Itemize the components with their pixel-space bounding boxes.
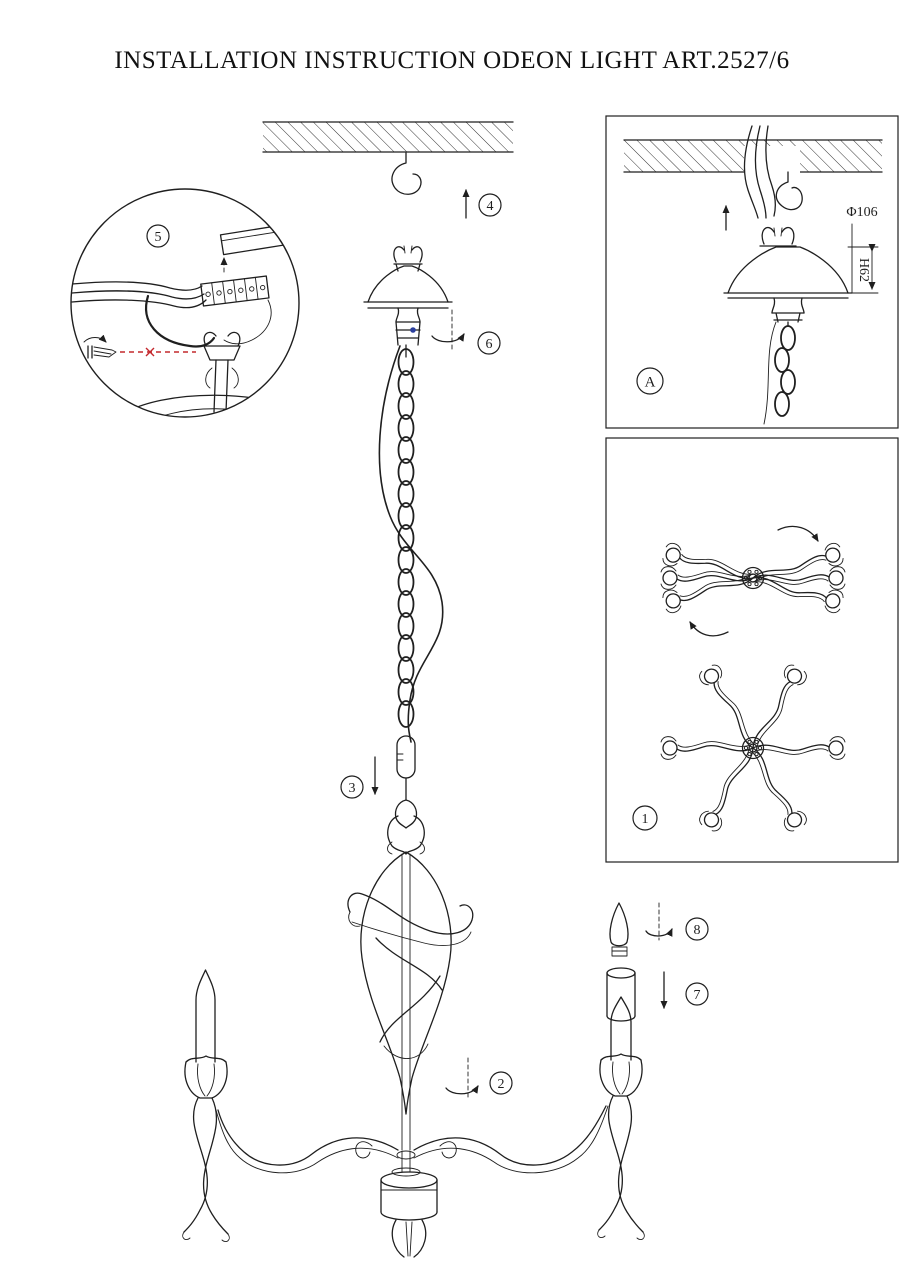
candle-sleeve-icon [606, 967, 636, 1022]
main-diagram: 4 6 [182, 121, 645, 1258]
supply-wires [71, 281, 272, 348]
ceiling [262, 121, 514, 153]
rotate-arrow-8 [645, 902, 673, 941]
callout-3-label: 3 [349, 781, 356, 796]
sleeve-step: 7 [606, 967, 709, 1022]
callout-2: 2 [489, 1071, 513, 1095]
wire-mark-dot [410, 327, 416, 333]
dimension-height-label: H62 [856, 258, 871, 282]
ceiling-hook-icon [391, 152, 422, 195]
chandelier-body [182, 969, 645, 1258]
unfold-arrow-top [777, 525, 819, 542]
callout-2-label: 2 [498, 1077, 505, 1092]
dimension-diameter: Φ106 [846, 205, 878, 294]
left-candle-holder [182, 969, 230, 1243]
screw-icon [83, 334, 117, 359]
left-candle [195, 969, 216, 1063]
detail-a-wires [743, 125, 776, 219]
central-cup [380, 1151, 438, 1258]
callout-6-label: 6 [486, 337, 493, 352]
dimension-diameter-label: Φ106 [846, 205, 877, 220]
junction-box [219, 224, 286, 256]
dimension-height: H62 [847, 244, 879, 294]
callout-8: 8 [685, 917, 709, 941]
detail-a-canopy [723, 246, 853, 327]
detail-a-box: Φ106 H62 A [605, 115, 899, 429]
page-title: INSTALLATION INSTRUCTION ODEON LIGHT ART… [114, 47, 789, 74]
wiring-detail-inset: 5 [70, 188, 300, 418]
detail-a-bracket [759, 227, 797, 247]
finial-bud [387, 777, 425, 855]
power-cord [378, 345, 444, 743]
rotate-arrow-2 [445, 1057, 479, 1099]
callout-7-label: 7 [694, 988, 701, 1003]
ribbon-scroll [347, 892, 474, 1059]
folded-top-view [660, 525, 846, 637]
screw-guide-line [120, 347, 196, 357]
callout-4: 4 [478, 193, 502, 217]
callout-6: 6 [477, 331, 501, 355]
detail-a-ceiling [623, 139, 883, 174]
unfold-arrow-bottom [689, 621, 729, 637]
callout-5: 5 [146, 224, 170, 248]
quick-link [396, 735, 416, 779]
callout-3: 3 [340, 775, 364, 799]
terminal-block [200, 275, 270, 307]
bracket-detail [119, 331, 299, 417]
callout-7: 7 [685, 982, 709, 1006]
bulb-step: 8 [609, 902, 709, 957]
suspension-chain [397, 348, 415, 728]
callout-a: A [636, 367, 664, 395]
rotate-arrow-6 [431, 309, 465, 353]
callout-1-label: 1 [642, 812, 649, 827]
callout-5-label: 5 [155, 230, 162, 245]
drop-ornament [347, 851, 474, 1151]
arm-unfold-box: 1 [605, 437, 899, 863]
canopy-bracket [393, 245, 423, 272]
callout-4-label: 4 [487, 199, 494, 214]
callout-1: 1 [632, 805, 658, 831]
left-arm [217, 1109, 399, 1166]
callout-8-label: 8 [694, 923, 701, 938]
callout-a-label: A [645, 374, 656, 390]
canopy [363, 265, 453, 358]
candle-bulb-icon [609, 902, 629, 957]
right-arm [413, 1105, 607, 1166]
right-candle-holder [597, 996, 645, 1241]
detail-a-hook-icon [775, 171, 803, 211]
detail-a-chain [763, 321, 796, 425]
right-candle [610, 996, 632, 1061]
unfolded-top-view [660, 661, 846, 835]
